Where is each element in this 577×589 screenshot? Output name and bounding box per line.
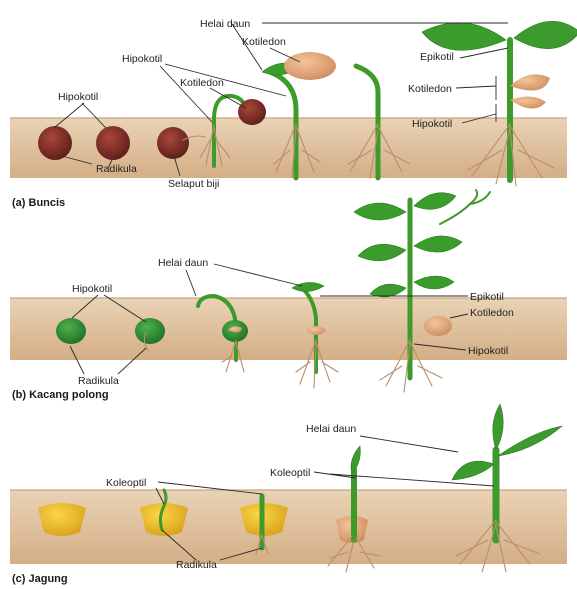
label-hipokotil-top-a: Hipokotil — [122, 53, 162, 65]
panel-buncis: Helai daun Kotiledon Hipokotil Kotiledon… — [10, 18, 577, 209]
bean-seed-2 — [96, 126, 130, 160]
panel-kacang-polong: Helai daun Hipokotil Radikula Epikotil K… — [10, 190, 567, 401]
soil-layer-c — [10, 490, 567, 564]
label-kotiledon-right-a: Kotiledon — [408, 83, 452, 95]
label-radikula-c: Radikula — [176, 559, 217, 571]
pea-seed-1 — [56, 318, 86, 344]
label-helai-daun-c: Helai daun — [306, 423, 356, 435]
label-hipokotil-b: Hipokotil — [72, 283, 112, 295]
bean-seed-1 — [38, 126, 72, 160]
caption-jagung: (c) Jagung — [12, 573, 68, 585]
label-hipokotil-left-a: Hipokotil — [58, 91, 98, 103]
label-epikotil-a: Epikotil — [420, 51, 454, 63]
label-kotiledon-b: Kotiledon — [470, 307, 514, 319]
pea-seed-2 — [135, 318, 165, 344]
bean-seed-3 — [157, 127, 189, 159]
caption-kacang-polong: (b) Kacang polong — [12, 389, 109, 401]
corn-kernel-1 — [38, 503, 86, 536]
label-radikula-a: Radikula — [96, 163, 137, 175]
label-kotiledon-top-a: Kotiledon — [242, 36, 286, 48]
label-radikula-b: Radikula — [78, 375, 119, 387]
label-koleoptil-left-c: Koleoptil — [106, 477, 146, 489]
label-epikotil-b: Epikotil — [470, 291, 504, 303]
label-hipokotil-right-a: Hipokotil — [412, 118, 452, 130]
bean-cotyledon-open — [284, 52, 336, 80]
label-kotiledon-mid-a: Kotiledon — [180, 77, 224, 89]
label-selaput-biji-a: Selaput biji — [168, 178, 219, 190]
caption-buncis: (a) Buncis — [12, 197, 65, 209]
label-hipokotil-right-b: Hipokotil — [468, 345, 508, 357]
bean-seedling-cotyledons — [238, 99, 266, 125]
label-helai-daun-a: Helai daun — [200, 18, 250, 30]
panel-jagung: Helai daun Koleoptil Koleoptil Radikula … — [10, 404, 567, 585]
label-helai-daun-b: Helai daun — [158, 257, 208, 269]
label-koleoptil-right-c: Koleoptil — [270, 467, 310, 479]
soil-layer-a — [10, 118, 567, 178]
